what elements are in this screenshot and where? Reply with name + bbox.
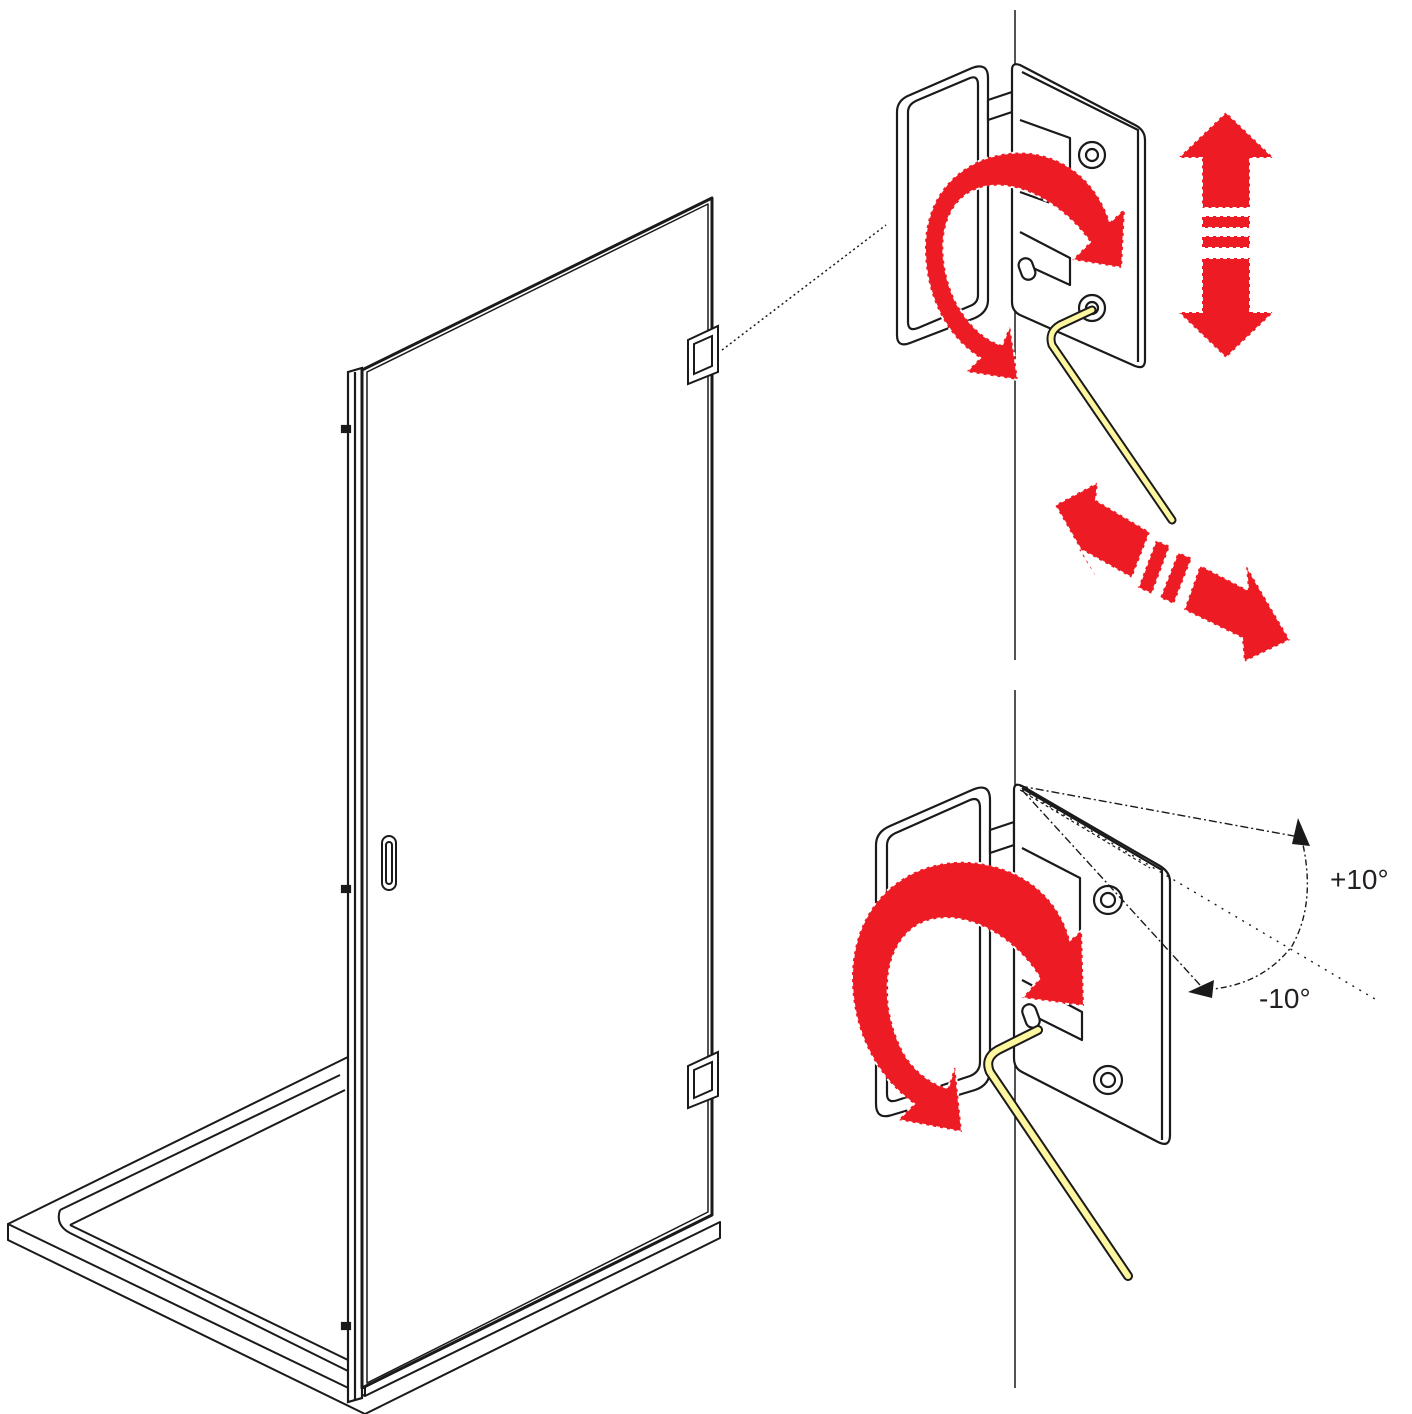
door-handle bbox=[381, 835, 397, 891]
glass-door bbox=[360, 196, 714, 1390]
detail-leader-line bbox=[721, 224, 887, 351]
door-hinge-bottom bbox=[687, 1050, 719, 1110]
hex-key-top-icon bbox=[1046, 305, 1177, 525]
horizontal-adjust-arrow-icon bbox=[1053, 480, 1292, 664]
fixed-panel-profile bbox=[340, 366, 364, 1404]
door-hinge-top bbox=[687, 324, 719, 386]
hex-key-bottom-icon bbox=[983, 1025, 1133, 1281]
angle-arrowheads bbox=[1188, 818, 1310, 998]
shower-tray bbox=[7, 1054, 721, 1414]
angle-guide-lines bbox=[1019, 785, 1381, 1003]
vertical-adjust-arrow-icon bbox=[1175, 110, 1277, 360]
plus-angle-label: +10° bbox=[1330, 864, 1389, 895]
rotation-arrow-top-icon bbox=[923, 151, 1127, 382]
minus-angle-label: -10° bbox=[1259, 983, 1311, 1014]
rotation-arrow-bottom-icon bbox=[850, 860, 1086, 1134]
